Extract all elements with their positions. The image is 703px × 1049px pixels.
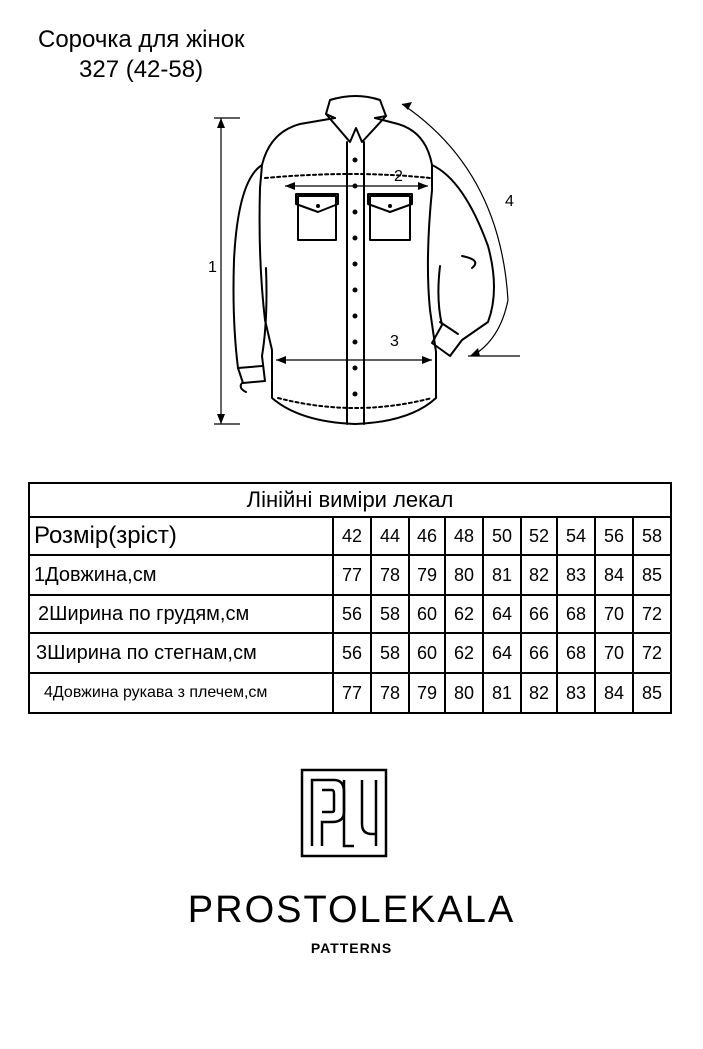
left-cuff <box>237 365 263 369</box>
size-cell: 46 <box>408 518 444 554</box>
size-cell: 48 <box>444 518 482 554</box>
row-label: 2Ширина по грудям,см <box>38 602 250 625</box>
size-cell: 52 <box>520 518 556 554</box>
value-cell: 56 <box>332 596 370 632</box>
value-cell: 83 <box>556 674 594 712</box>
table-row: 3Ширина по стегнам,см 56 58 60 62 64 66 … <box>30 634 670 674</box>
right-pocket <box>369 195 411 241</box>
value-cell: 58 <box>370 634 408 672</box>
value-cell: 79 <box>408 674 444 712</box>
size-cell: 54 <box>556 518 594 554</box>
shirt-sketch: 1 2 3 4 <box>208 95 520 425</box>
value-cell: 81 <box>482 556 520 594</box>
label-sleeve: 4 <box>505 193 514 210</box>
collar <box>325 95 387 143</box>
model-number: 327 (42-58) <box>79 56 204 83</box>
value-cell: 72 <box>632 634 670 672</box>
size-cell: 50 <box>482 518 520 554</box>
size-cell: 42 <box>332 518 370 554</box>
label-chest: 2 <box>394 168 403 185</box>
value-cell: 60 <box>408 596 444 632</box>
document-title: Сорочка для жінок <box>38 26 245 53</box>
value-cell: 64 <box>482 596 520 632</box>
row-label: 1Довжина,см <box>34 563 157 586</box>
value-cell: 70 <box>594 596 632 632</box>
button-placket <box>346 141 365 425</box>
size-cell: 58 <box>632 518 670 554</box>
value-cell: 81 <box>482 674 520 712</box>
measurements-table: Лінійні виміри лекал Розмір(зріст) 42 44… <box>28 482 672 714</box>
value-cell: 79 <box>408 556 444 594</box>
value-cell: 77 <box>332 556 370 594</box>
size-cell: 56 <box>594 518 632 554</box>
table-row: 4Довжина рукава з плечем,см 77 78 79 80 … <box>30 674 670 712</box>
brand-tagline: PATTERNS <box>310 940 393 956</box>
value-cell: 72 <box>632 596 670 632</box>
size-cell: 44 <box>370 518 408 554</box>
right-sleeve <box>431 164 495 357</box>
brand-name: PROSTOLEKALA <box>187 889 516 931</box>
value-cell: 85 <box>632 674 670 712</box>
value-cell: 56 <box>332 634 370 672</box>
value-cell: 60 <box>408 634 444 672</box>
shirt-body-outline <box>258 117 437 425</box>
value-cell: 62 <box>444 634 482 672</box>
value-cell: 66 <box>520 596 556 632</box>
value-cell: 68 <box>556 596 594 632</box>
value-cell: 85 <box>632 556 670 594</box>
label-hip: 3 <box>390 333 399 350</box>
value-cell: 82 <box>520 556 556 594</box>
value-cell: 77 <box>332 674 370 712</box>
table-title: Лінійні виміри лекал <box>30 484 670 518</box>
sleeve-measure-line <box>401 103 509 357</box>
value-cell: 83 <box>556 556 594 594</box>
value-cell: 64 <box>482 634 520 672</box>
right-cuff <box>439 321 459 335</box>
table-row: 1Довжина,см 77 78 79 80 81 82 83 84 85 <box>30 556 670 596</box>
value-cell: 70 <box>594 634 632 672</box>
brand-logo-icon <box>300 768 388 858</box>
value-cell: 80 <box>444 556 482 594</box>
left-pocket <box>297 195 337 241</box>
row-label: 4Довжина рукава з плечем,см <box>44 684 268 701</box>
value-cell: 84 <box>594 674 632 712</box>
value-cell: 66 <box>520 634 556 672</box>
row-label: 3Ширина по стегнам,см <box>36 641 257 664</box>
value-cell: 78 <box>370 556 408 594</box>
value-cell: 82 <box>520 674 556 712</box>
value-cell: 68 <box>556 634 594 672</box>
value-cell: 62 <box>444 596 482 632</box>
value-cell: 58 <box>370 596 408 632</box>
value-cell: 80 <box>444 674 482 712</box>
table-row: 2Ширина по грудям,см 56 58 60 62 64 66 6… <box>30 596 670 634</box>
size-row: Розмір(зріст) 42 44 46 48 50 52 54 56 58 <box>30 518 670 556</box>
label-length: 1 <box>208 259 217 276</box>
length-measure-line <box>214 117 240 425</box>
left-sleeve <box>232 164 268 384</box>
size-row-label: Розмір(зріст) <box>34 522 177 549</box>
value-cell: 78 <box>370 674 408 712</box>
value-cell: 84 <box>594 556 632 594</box>
